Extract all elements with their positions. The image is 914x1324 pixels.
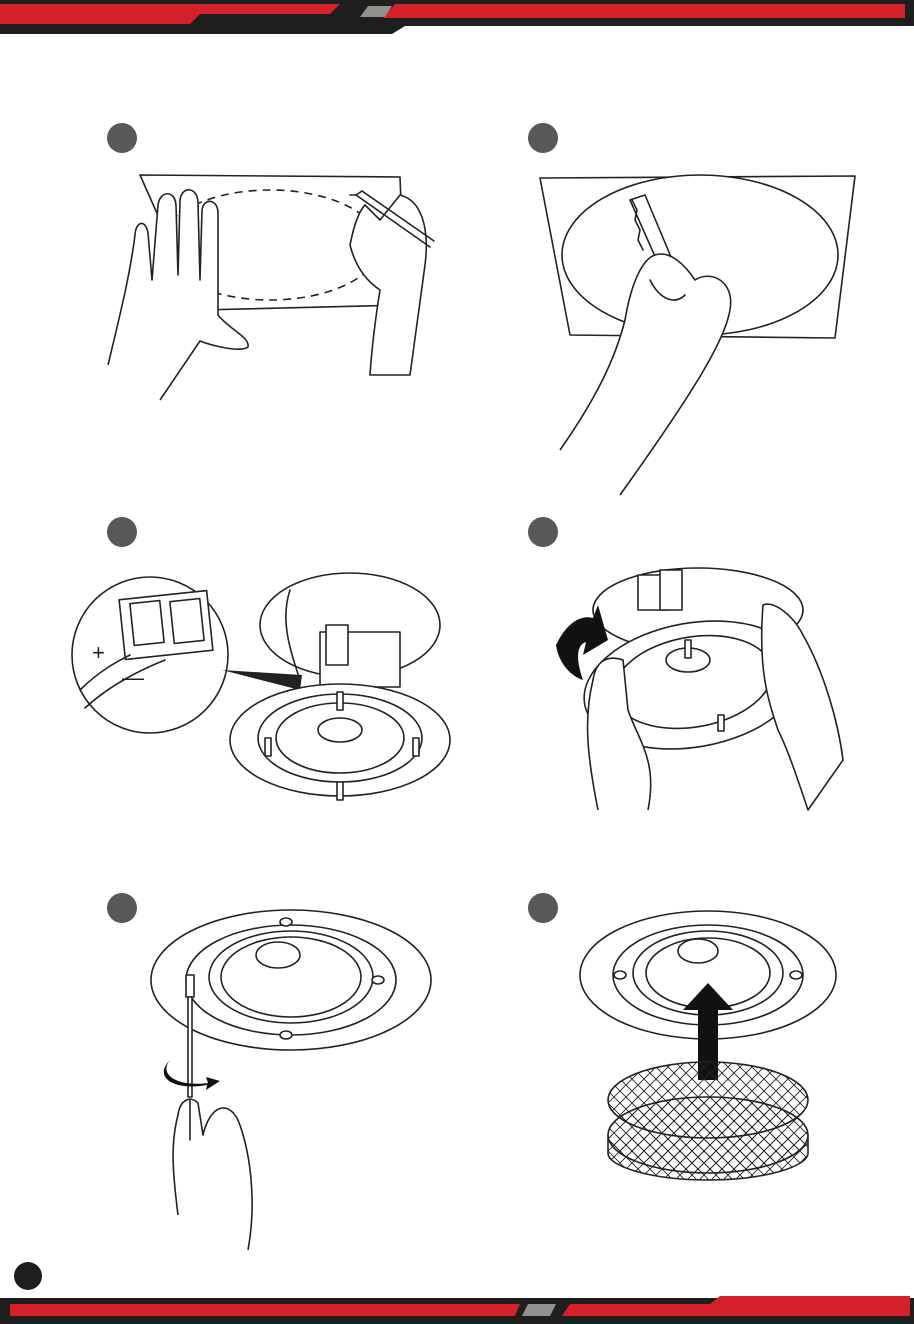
step-1-badge (107, 123, 137, 153)
step-2-illustration (535, 170, 865, 500)
step-4-illustration (548, 560, 848, 820)
step-1-illustration (80, 165, 440, 415)
wire-terminals-icon: + — (70, 560, 460, 810)
step-3-badge (107, 517, 137, 547)
step-3-illustration: + — (70, 560, 460, 810)
step-6-illustration (578, 905, 848, 1180)
step-2-badge (528, 123, 558, 153)
step-6-badge (528, 893, 558, 923)
step-5-badge (107, 893, 137, 923)
attach-grille-icon (578, 905, 848, 1180)
top-header-band (0, 0, 914, 34)
plus-terminal-label: + (92, 640, 105, 665)
page-number-badge (14, 1262, 42, 1290)
step-4-badge (528, 517, 558, 547)
minus-terminal-label: — (122, 665, 144, 690)
bottom-footer-band (0, 1296, 914, 1324)
insert-speaker-icon (548, 560, 848, 820)
step-5-illustration (148, 905, 438, 1250)
trace-template-icon (80, 165, 440, 415)
tighten-screws-icon (148, 905, 438, 1250)
cut-opening-icon (535, 170, 865, 500)
